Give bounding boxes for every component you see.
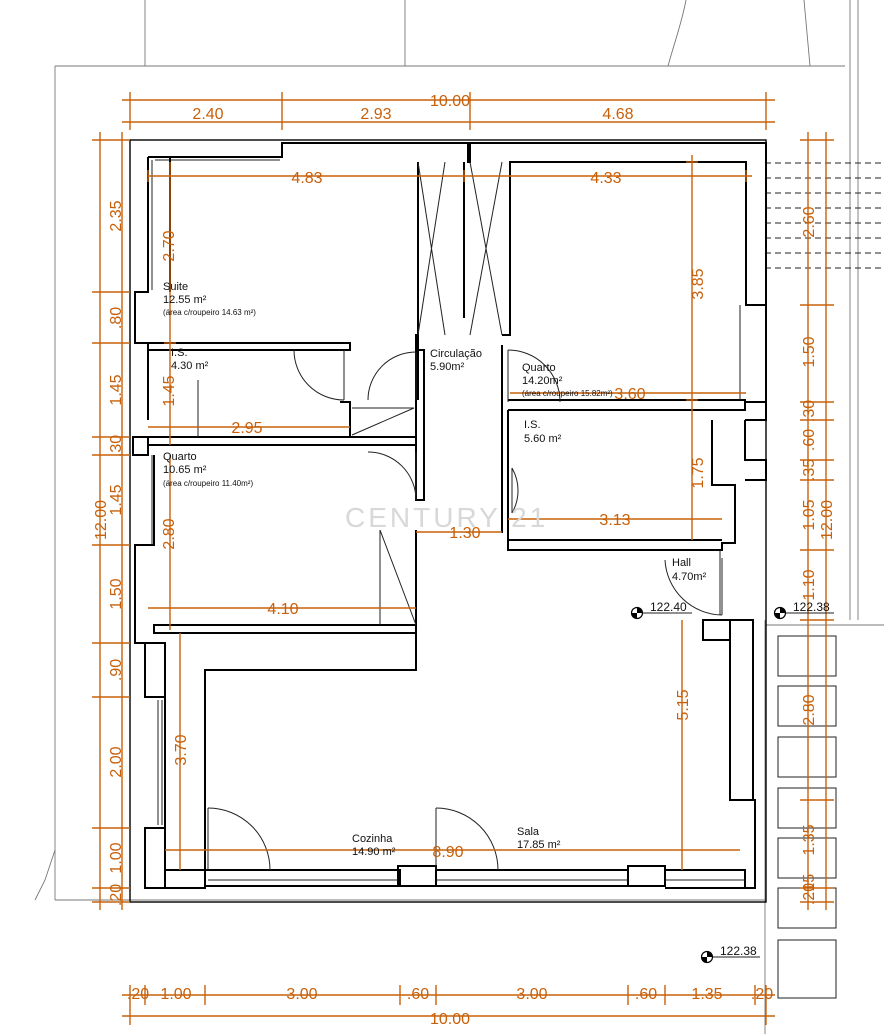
level-markers bbox=[630, 606, 834, 964]
room-name-is1: I.S. bbox=[171, 347, 188, 359]
dim-left-seg-8: 2.00 bbox=[108, 746, 125, 777]
watermark: CENTURY 21 bbox=[345, 502, 548, 533]
dim-circulation-width: 1.30 bbox=[449, 525, 480, 542]
dim-is2-width: 3.13 bbox=[599, 512, 630, 529]
room-area-hall: 4.70m² bbox=[672, 571, 707, 583]
dim-cozinha-height: 3.70 bbox=[173, 734, 190, 765]
dim-sala-height: 5.15 bbox=[675, 689, 692, 720]
dim-quarto2-height: 3.85 bbox=[690, 268, 707, 299]
room-name-sala: Sala bbox=[517, 826, 540, 838]
door-swings bbox=[207, 349, 723, 871]
dimension-labels-top: 10.00 2.40 2.93 4.68 bbox=[192, 93, 633, 123]
dim-top-seg-3: 4.68 bbox=[602, 106, 633, 123]
dim-is1-height: 1.45 bbox=[161, 375, 178, 406]
dimension-labels-inner: 4.83 4.33 2.70 3.85 1.45 2.95 3.60 1.75 … bbox=[161, 170, 707, 861]
exterior-stairs bbox=[765, 162, 884, 269]
dim-bottom-seg-2: 1.00 bbox=[160, 986, 191, 1003]
room-area-is2: 5.60 m² bbox=[524, 433, 562, 445]
dim-quarto2-width: 4.33 bbox=[590, 170, 621, 187]
level-label-exterior: 122.38 bbox=[720, 944, 757, 958]
room-name-cozinha: Cozinha bbox=[352, 833, 393, 845]
dim-right-seg-6: 1.05 bbox=[801, 499, 818, 530]
dim-quarto1-height: 2.80 bbox=[161, 518, 178, 549]
dim-is2-height: 1.75 bbox=[690, 457, 707, 488]
dimension-labels-right: 12.00 2.60 1.50 .30 .60 .35 1.05 1.10 2.… bbox=[801, 206, 836, 905]
dim-quarto1-width: 4.10 bbox=[267, 601, 298, 618]
dim-quarto2-depth: 3.60 bbox=[614, 386, 645, 403]
property-boundary bbox=[129, 139, 767, 903]
dim-right-total: 12.00 bbox=[819, 500, 836, 540]
room-area-suite: 12.55 m² bbox=[163, 294, 207, 306]
room-labels: Suite 12.55 m² (área c/roupeiro 14.63 m²… bbox=[163, 281, 707, 858]
dim-living-width: 8.90 bbox=[432, 844, 463, 861]
dim-top-seg-2: 2.93 bbox=[360, 106, 391, 123]
level-label-entrance: 122.38 bbox=[793, 600, 830, 614]
dim-left-seg-2: .80 bbox=[108, 307, 125, 329]
dim-top-seg-1: 2.40 bbox=[192, 106, 223, 123]
dim-left-seg-3: 1.45 bbox=[108, 374, 125, 405]
room-area-sala: 17.85 m² bbox=[517, 839, 561, 851]
room-area-is1: 4.30 m² bbox=[171, 360, 209, 372]
dim-right-seg-8: 2.80 bbox=[801, 694, 818, 725]
dim-right-seg-11: .15 bbox=[801, 874, 818, 896]
dim-right-seg-7: 1.10 bbox=[801, 569, 818, 600]
room-name-is2: I.S. bbox=[524, 419, 541, 431]
walls bbox=[132, 142, 767, 889]
dim-bottom-seg-1: .20 bbox=[127, 986, 149, 1003]
dim-left-seg-4: .30 bbox=[108, 435, 125, 457]
dim-bottom-seg-7: 1.35 bbox=[691, 986, 722, 1003]
dim-right-seg-10: .20 bbox=[801, 883, 818, 905]
site-lines bbox=[34, 0, 884, 1034]
dim-left-seg-6: 1.50 bbox=[108, 578, 125, 609]
dim-suite-width: 4.83 bbox=[291, 170, 322, 187]
exterior-paving bbox=[777, 635, 837, 999]
dimension-lines bbox=[92, 92, 834, 1025]
dim-right-seg-5: .35 bbox=[801, 459, 818, 481]
level-label-hall: 122.40 bbox=[650, 600, 687, 614]
dim-bottom-seg-5: 3.00 bbox=[516, 986, 547, 1003]
dim-top-total: 10.00 bbox=[430, 93, 470, 110]
room-note-quarto1: (área c/roupeiro 11.40m²) bbox=[163, 479, 253, 488]
room-name-suite: Suite bbox=[163, 281, 188, 293]
room-note-suite: (área c/roupeiro 14.63 m²) bbox=[163, 308, 256, 317]
room-area-circulacao: 5.90m² bbox=[430, 361, 465, 373]
dim-left-seg-9: 1.00 bbox=[108, 842, 125, 873]
dimension-labels-bottom: .20 1.00 3.00 .60 3.00 .60 1.35 .20 10.0… bbox=[127, 986, 773, 1028]
dim-bottom-seg-6: .60 bbox=[635, 986, 657, 1003]
dim-bottom-seg-3: 3.00 bbox=[286, 986, 317, 1003]
dimension-labels-left: 12.00 2.35 .80 1.45 .30 1.45 1.50 .90 2.… bbox=[93, 200, 125, 906]
dim-bottom-seg-8: .20 bbox=[751, 986, 773, 1003]
dim-right-seg-2: 1.50 bbox=[801, 336, 818, 367]
room-area-quarto2: 14.20m² bbox=[522, 375, 563, 387]
room-name-hall: Hall bbox=[672, 557, 691, 569]
dim-left-total: 12.00 bbox=[93, 500, 110, 540]
dim-left-seg-10: .20 bbox=[108, 884, 125, 906]
room-name-quarto2: Quarto bbox=[522, 362, 556, 374]
dim-is1-width: 2.95 bbox=[231, 420, 262, 437]
dim-left-seg-5: 1.45 bbox=[108, 484, 125, 515]
dim-right-seg-1: 2.60 bbox=[801, 206, 818, 237]
room-area-cozinha: 14.90 m² bbox=[352, 846, 396, 858]
dim-bottom-total: 10.00 bbox=[430, 1011, 470, 1028]
room-name-quarto1: Quarto bbox=[163, 451, 197, 463]
dim-suite-height: 2.70 bbox=[161, 230, 178, 261]
room-note-quarto2: (área c/roupeiro 15.82m²) bbox=[522, 389, 613, 398]
dim-right-seg-4: .60 bbox=[801, 429, 818, 451]
dim-left-seg-1: 2.35 bbox=[108, 200, 125, 231]
dim-right-seg-9: 1.35 bbox=[801, 824, 818, 855]
room-name-circulacao: Circulação bbox=[430, 348, 482, 360]
interior-details bbox=[151, 159, 745, 881]
room-area-quarto1: 10.65 m² bbox=[163, 464, 207, 476]
dim-left-seg-7: .90 bbox=[108, 659, 125, 681]
dim-right-seg-3: .30 bbox=[801, 400, 818, 422]
dim-bottom-seg-4: .60 bbox=[407, 986, 429, 1003]
